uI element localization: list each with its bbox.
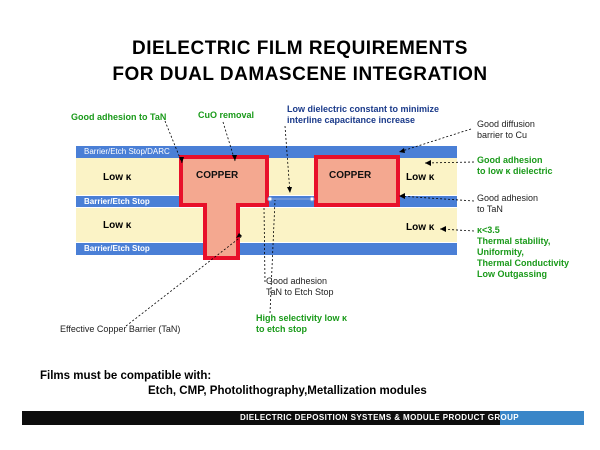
footer-band bbox=[22, 411, 500, 425]
requirement-thermal-stability: Thermal stability, bbox=[477, 236, 551, 246]
leader-lines bbox=[125, 120, 475, 327]
barrier-bot-label: Barrier/Etch Stop bbox=[84, 244, 150, 253]
requirement-k-value: κ<3.5 bbox=[477, 225, 500, 235]
annotation-adhesion-tan-line-1: Good adhesion bbox=[477, 193, 539, 203]
annotation-etch-stop-line-2: TaN to Etch Stop bbox=[266, 287, 334, 297]
annotation-copper-barrier: Effective Copper Barrier (TaN) bbox=[60, 324, 181, 334]
requirement-uniformity: Uniformity, bbox=[477, 247, 524, 257]
annotation-diffusion-line-1: Good diffusion bbox=[477, 119, 535, 129]
low-k-label-lower-left: Low κ bbox=[103, 220, 132, 231]
annotation-diffusion-line-2: barrier to Cu bbox=[477, 130, 528, 140]
annotation-selectivity-line-1: High selectivity low κ bbox=[256, 313, 348, 323]
annotation-cuo-removal: CuO removal bbox=[198, 110, 255, 120]
annotation-good-adhesion-tan: Good adhesion to TaN bbox=[71, 112, 167, 122]
barrier-top-label: Barrier/Etch Stop/DARC bbox=[84, 147, 170, 156]
annotation-low-dielectric-line-2: interline capacitance increase bbox=[287, 115, 416, 125]
copper-label-left: COPPER bbox=[196, 170, 239, 181]
footer-group-name: DIELECTRIC DEPOSITION SYSTEMS & MODULE P… bbox=[240, 413, 520, 422]
page-title-line-1: DIELECTRIC FILM REQUIREMENTS bbox=[132, 38, 468, 59]
low-k-layer-lower bbox=[76, 208, 457, 242]
low-k-label-lower-right: Low κ bbox=[406, 222, 435, 233]
low-k-label-upper-left: Low κ bbox=[103, 172, 132, 183]
copper-label-right: COPPER bbox=[329, 170, 372, 181]
requirement-thermal-conductivity: Thermal Conductivity bbox=[477, 258, 570, 268]
requirement-low-outgassing: Low Outgassing bbox=[477, 269, 548, 279]
barrier-layer-bottom bbox=[76, 243, 457, 255]
page-title-line-2: FOR DUAL DAMASCENE INTEGRATION bbox=[112, 64, 488, 85]
copper-dual-damascene-left bbox=[179, 155, 269, 260]
annotation-adhesion-lowk-line-2: to low κ dielectric bbox=[477, 166, 553, 176]
compatibility-modules: Etch, CMP, Photolithography,Metallizatio… bbox=[148, 385, 427, 397]
leader-arrowheads bbox=[179, 148, 446, 238]
annotation-adhesion-tan-line-2: to TaN bbox=[477, 204, 503, 214]
barrier-mid-label: Barrier/Etch Stop bbox=[84, 197, 150, 206]
annotation-etch-stop-line-1: Good adhesion bbox=[266, 276, 328, 286]
compatibility-heading: Films must be compatible with: bbox=[40, 370, 212, 382]
annotation-adhesion-lowk-line-1: Good adhesion bbox=[477, 155, 543, 165]
low-k-label-upper-right: Low κ bbox=[406, 172, 435, 183]
annotation-low-dielectric-line-1: Low dielectric constant to minimize bbox=[287, 104, 440, 114]
copper-line-right bbox=[314, 155, 400, 207]
annotation-selectivity-line-2: to etch stop bbox=[256, 324, 307, 334]
footer-accent bbox=[500, 411, 584, 425]
